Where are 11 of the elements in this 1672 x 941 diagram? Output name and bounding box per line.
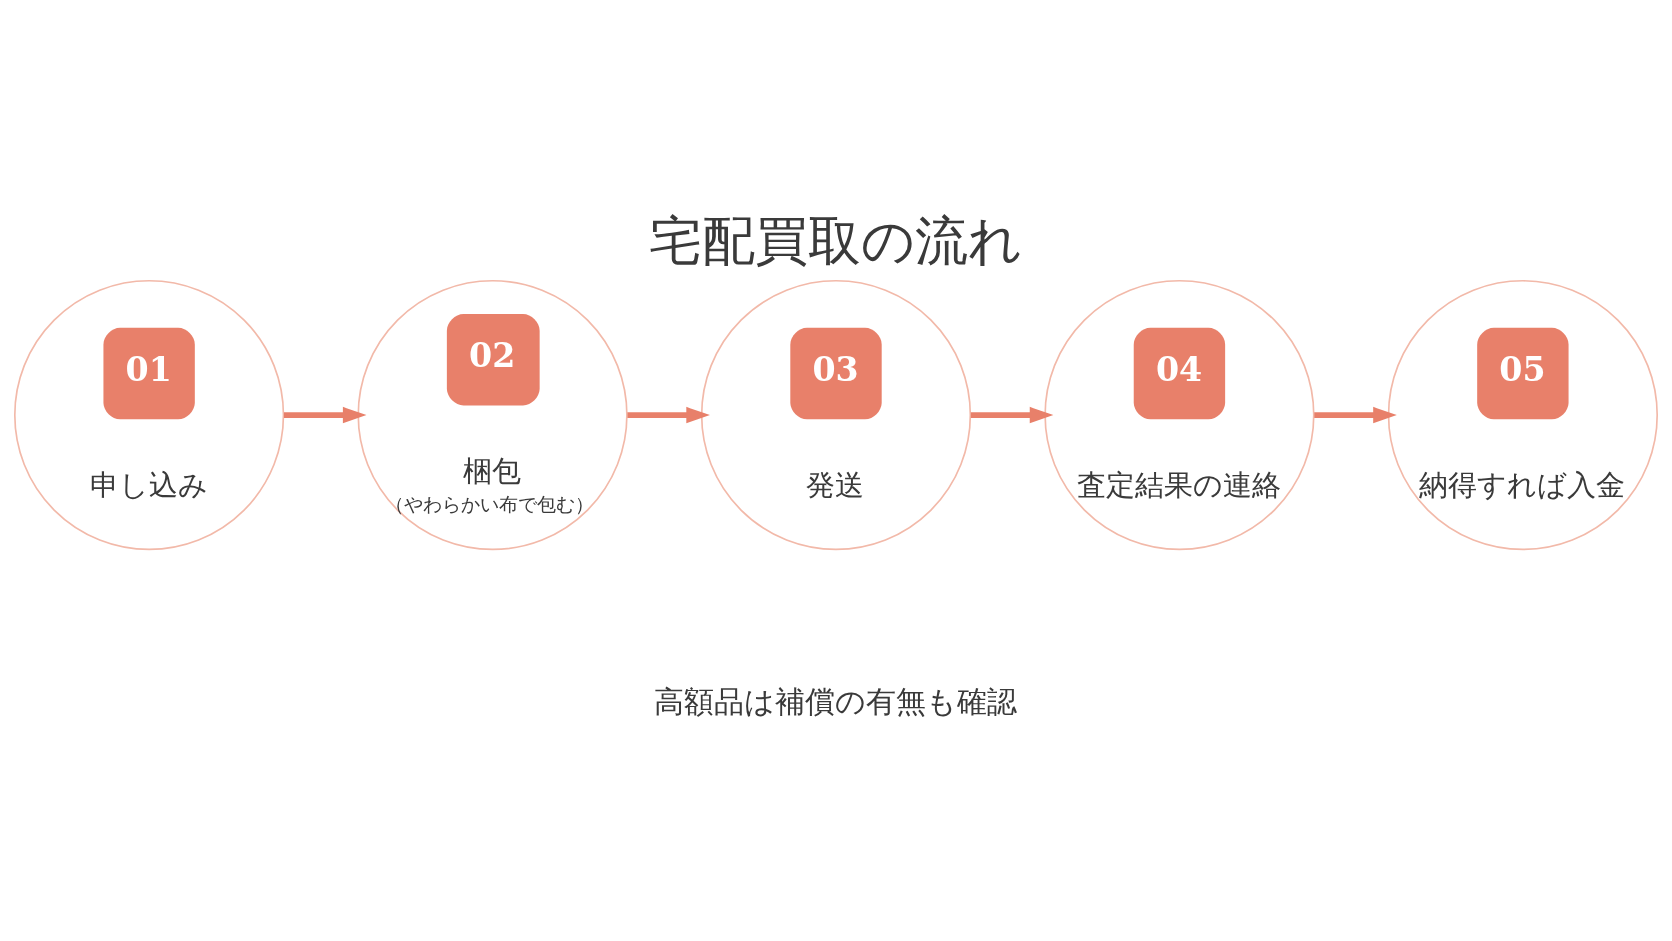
label: 高額品は補償の有無も確認 xyxy=(654,684,1018,720)
arrow xyxy=(627,406,710,424)
arrow xyxy=(1314,406,1397,424)
arrow xyxy=(283,406,367,424)
diagram-title: 宅配買取の流れ xyxy=(649,210,1023,272)
node-circle: 05 納得すれば入金 xyxy=(1387,279,1659,551)
arrow xyxy=(970,406,1054,424)
node-circle: 04 査定結果の連絡 xyxy=(1044,279,1315,551)
node-circle: 01 申し込み xyxy=(13,279,285,551)
node-circle: 03 発送 xyxy=(700,279,972,551)
node-circle: 02 梱包 （やわらかい布で包む） xyxy=(357,279,628,551)
